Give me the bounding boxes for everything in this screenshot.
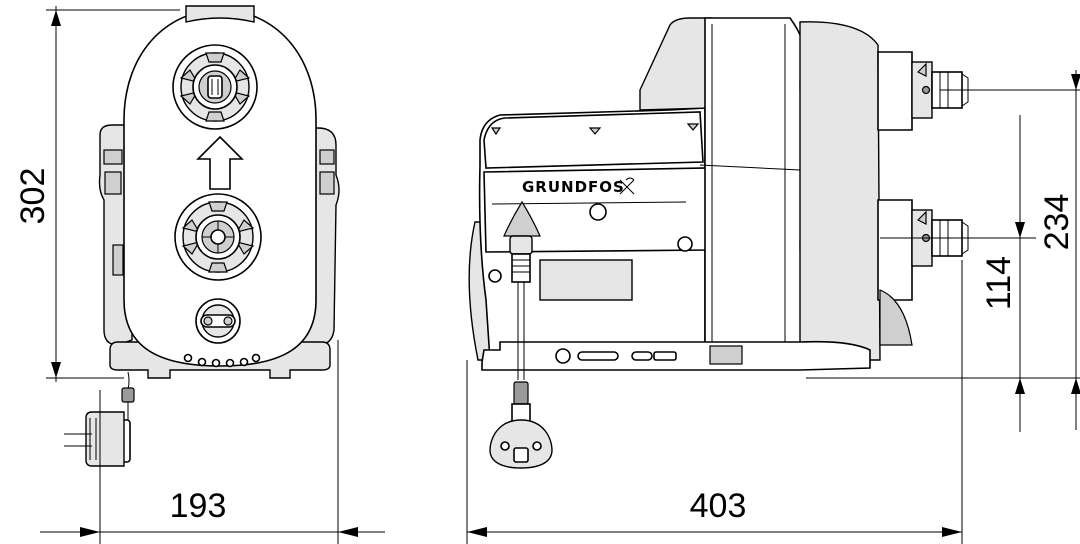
side-top-block bbox=[639, 17, 713, 111]
front-side-slot-right bbox=[319, 149, 335, 165]
front-side-slot-right-2 bbox=[319, 171, 335, 195]
dimension-lines bbox=[40, 6, 1080, 544]
side-rating-plate bbox=[539, 259, 633, 301]
side-logo-panel-dot bbox=[589, 203, 607, 221]
front-view bbox=[64, 5, 340, 467]
side-top-ridge bbox=[483, 111, 704, 169]
side-top-ridge-ticks bbox=[490, 123, 700, 136]
front-inlet-port bbox=[174, 193, 262, 281]
dim-label-length: 403 bbox=[690, 487, 747, 525]
side-brand-logo-mark bbox=[619, 177, 635, 195]
side-power-cable bbox=[489, 200, 553, 469]
dim-label-width: 193 bbox=[170, 487, 227, 525]
front-side-slot-left-2 bbox=[104, 171, 122, 195]
flow-direction-arrow bbox=[196, 135, 244, 190]
side-brand-logo: GRUNDFOS bbox=[522, 178, 625, 196]
dim-label-inlet-height: 114 bbox=[980, 256, 1018, 310]
side-screw-mid bbox=[677, 236, 693, 252]
side-pump-head-recess bbox=[877, 51, 913, 301]
front-drain-plug bbox=[195, 298, 241, 344]
dim-label-outlet-height: 234 bbox=[1038, 194, 1076, 251]
front-bottom-dots bbox=[183, 353, 261, 368]
dim-label-height: 302 bbox=[14, 168, 52, 225]
front-power-plug bbox=[64, 371, 135, 467]
front-side-connector bbox=[112, 244, 124, 276]
side-pump-head bbox=[799, 21, 881, 361]
side-front-shroud bbox=[704, 17, 807, 361]
side-screw-left bbox=[488, 269, 502, 283]
side-view: GRUNDFOS bbox=[468, 17, 969, 469]
front-outlet-port bbox=[172, 44, 258, 130]
front-top-handle bbox=[185, 5, 255, 23]
front-side-slot-left bbox=[103, 149, 123, 165]
